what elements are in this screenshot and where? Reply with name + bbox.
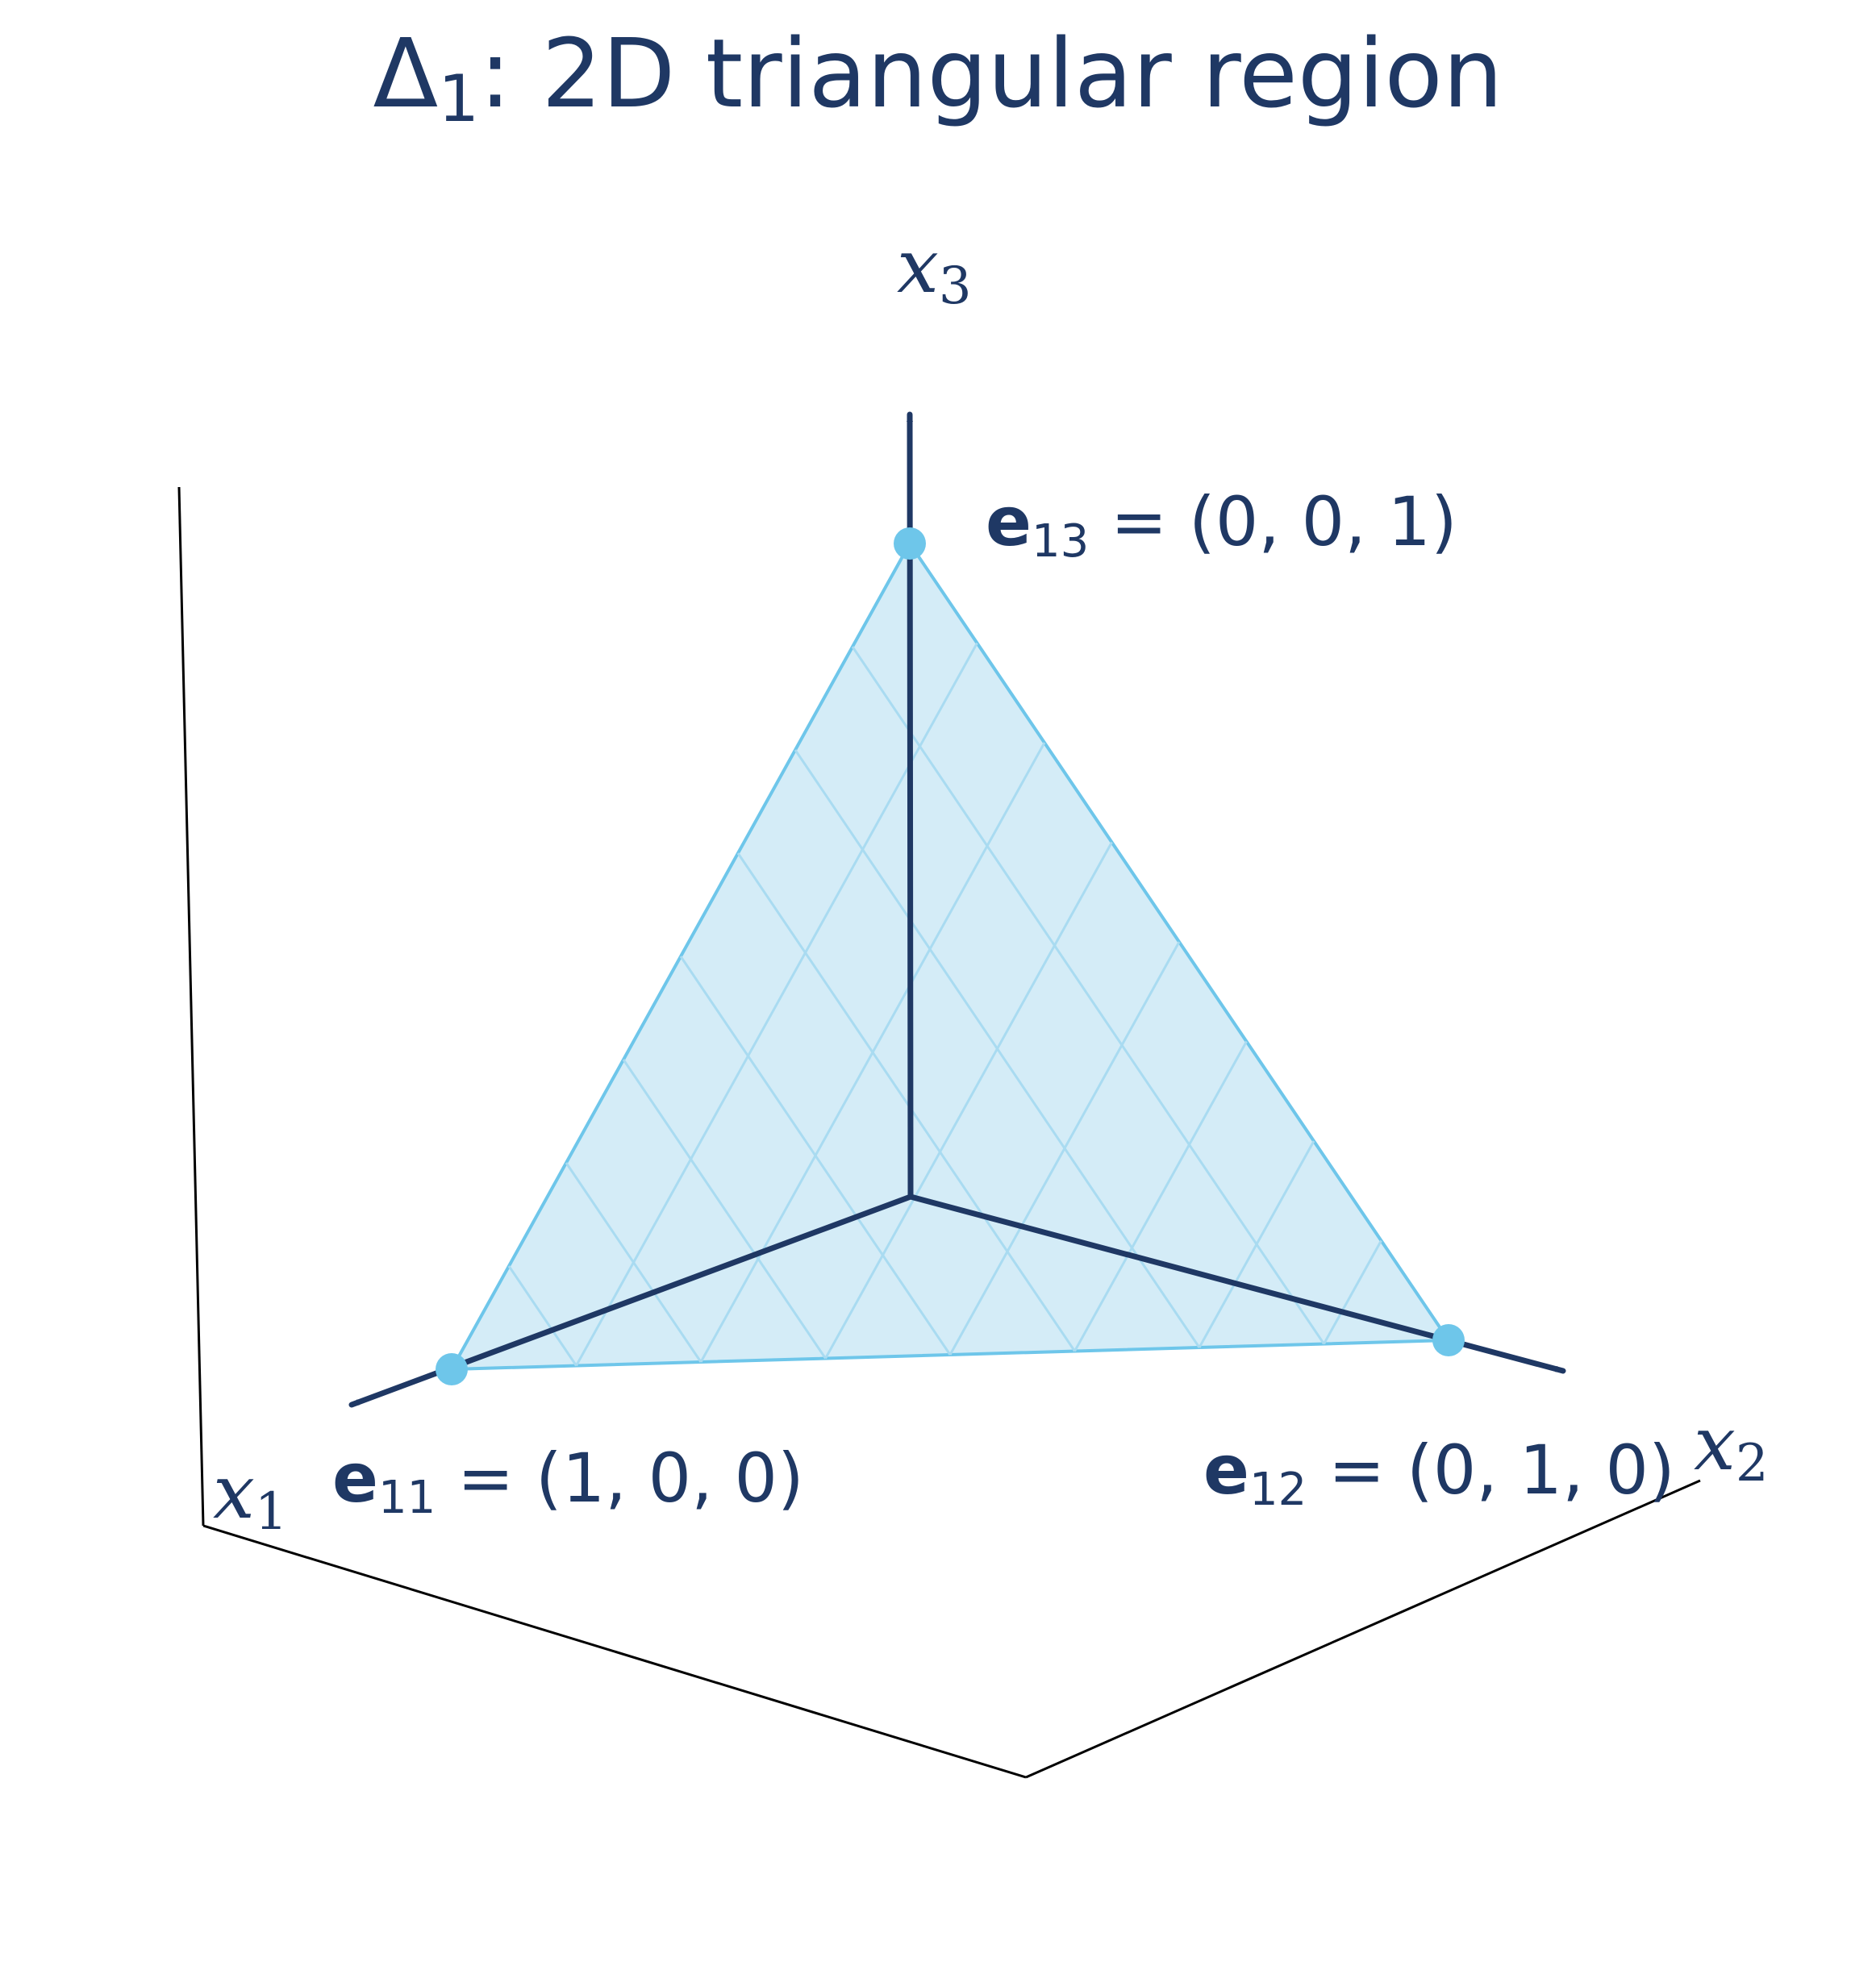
- region-grid-lines: [507, 642, 1382, 1367]
- triangular-region: [448, 540, 1452, 1372]
- grid-line: [1198, 1140, 1315, 1348]
- frame-vertical-edge: [177, 486, 205, 1527]
- vertex-dot-e13: [894, 527, 926, 560]
- grid-line: [679, 956, 952, 1356]
- vertex-dot-e12: [1432, 1324, 1465, 1356]
- title-text-rest: : 2D triangular region: [479, 18, 1503, 129]
- vertex-markers: [436, 527, 1465, 1385]
- grid-line: [948, 941, 1181, 1356]
- grid-line: [1073, 1040, 1248, 1352]
- grid-line: [736, 852, 1076, 1352]
- vertex-dot-e11: [436, 1353, 468, 1385]
- vertex-label-e13: e13 = (0, 0, 1): [986, 482, 1457, 568]
- grid-line: [824, 841, 1113, 1360]
- grid-line: [565, 1162, 702, 1363]
- grid-line: [1323, 1239, 1382, 1345]
- diagram-title: Δ1: 2D triangular region: [373, 18, 1503, 136]
- vertex-label-e11: e11 = (1, 0, 0): [332, 1439, 804, 1524]
- frame-bottom-left-edge: [202, 1524, 1027, 1779]
- region-fill: [448, 540, 1452, 1372]
- grid-line: [507, 1265, 577, 1367]
- frame-bottom-right-edge: [1025, 1479, 1701, 1779]
- title-delta-symbol: Δ: [373, 18, 438, 129]
- title-delta-subscript: 1: [438, 61, 479, 136]
- grid-line: [851, 646, 1325, 1345]
- axes-frame: [177, 486, 1701, 1779]
- x2-axis-label: x2: [1694, 1401, 1769, 1493]
- x3-axis-label: x3: [897, 223, 972, 316]
- x1-axis-label: x1: [213, 1449, 288, 1542]
- vertex-label-e12: e12 = (0, 1, 0): [1203, 1431, 1675, 1516]
- grid-line: [622, 1059, 827, 1360]
